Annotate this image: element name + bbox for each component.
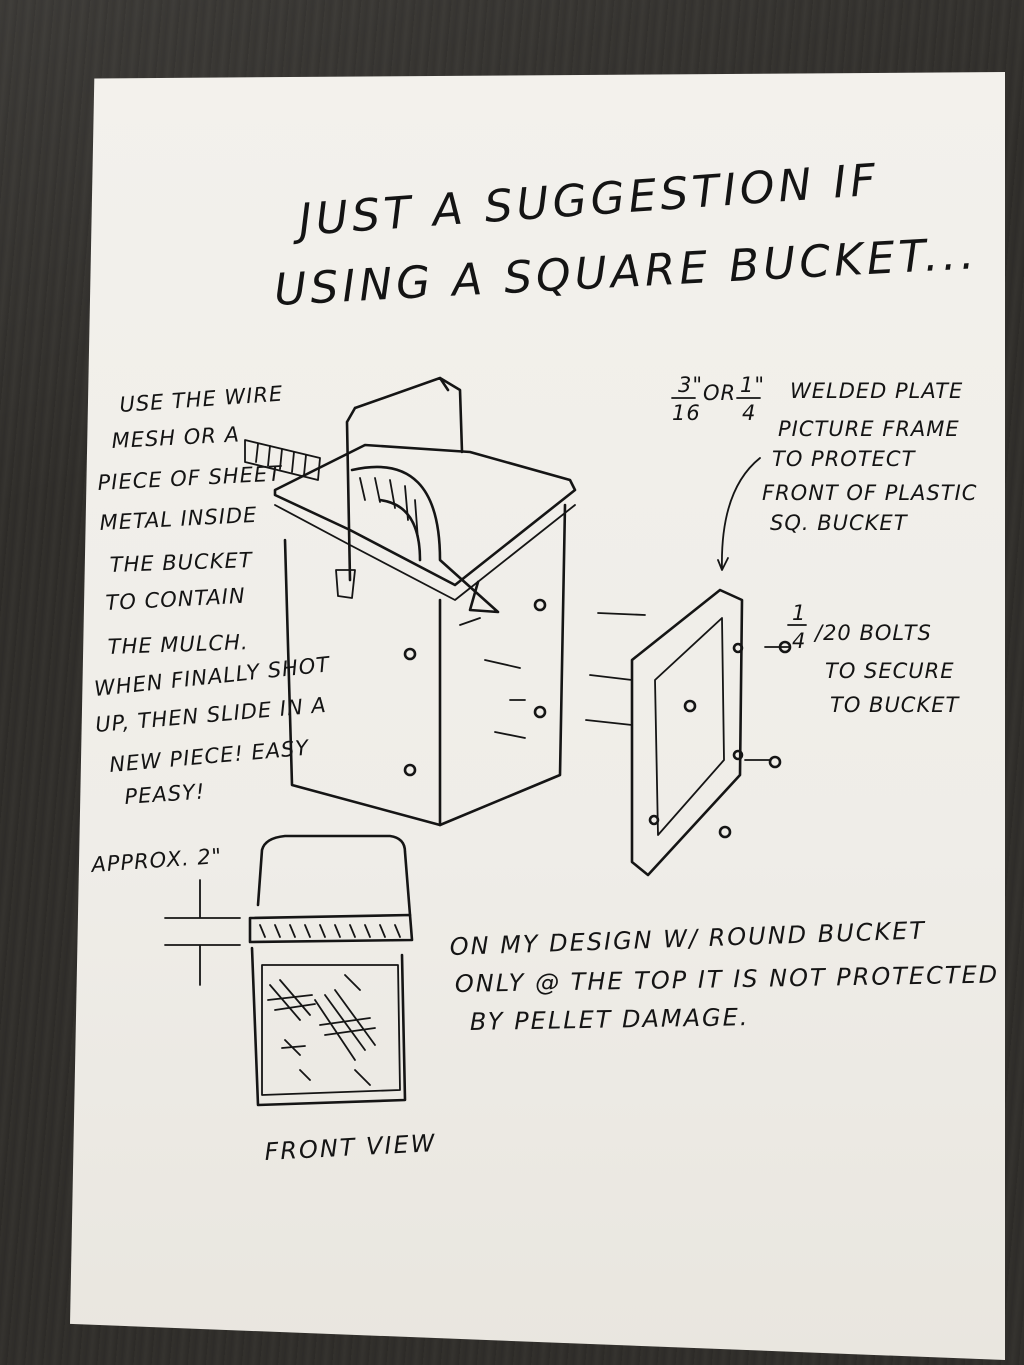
left-note-line: PEASY! bbox=[124, 779, 206, 809]
left-note: USE THE WIRE MESH OR A PIECE OF SHEET ME… bbox=[93, 382, 332, 809]
left-note-line: TO CONTAIN bbox=[105, 584, 246, 615]
pointer-arrow bbox=[717, 457, 761, 571]
front-view-drawing: APPROX. 2" FRONT VIEW bbox=[89, 834, 437, 1166]
or-label: OR bbox=[703, 381, 736, 405]
left-note-line: UP, THEN SLIDE IN A bbox=[94, 693, 327, 737]
bottom-note-line: ONLY @ THE TOP IT IS NOT PROTECTED bbox=[455, 961, 1000, 998]
bolt-icon bbox=[533, 705, 547, 719]
left-note-line: THE MULCH. bbox=[107, 630, 249, 659]
hanger-clip bbox=[335, 569, 356, 599]
mesh-panel bbox=[244, 439, 321, 481]
left-note-line: THE BUCKET bbox=[109, 548, 254, 577]
bolt-icon bbox=[732, 749, 744, 761]
plate-frame-outer bbox=[630, 588, 744, 877]
front-view-label: FRONT VIEW bbox=[264, 1129, 437, 1166]
fraction-denominator: 4 bbox=[742, 401, 756, 425]
right-note-line: TO PROTECT bbox=[772, 447, 917, 471]
fraction-denominator: 4 bbox=[792, 629, 806, 653]
title-line-1: JUST A SUGGESTION IF bbox=[289, 155, 881, 247]
left-note-line: MESH OR A bbox=[111, 422, 240, 453]
bucket-bolts bbox=[403, 598, 547, 777]
left-note-line: METAL INSIDE bbox=[99, 503, 258, 535]
front-body bbox=[250, 946, 407, 1107]
left-note-line: PIECE OF SHEET bbox=[97, 461, 284, 495]
bucket-lid-rim bbox=[274, 504, 576, 601]
front-lid bbox=[248, 913, 414, 944]
right-note-line: WELDED PLATE bbox=[790, 379, 963, 403]
bottom-note: ON MY DESIGN W/ ROUND BUCKET ONLY @ THE … bbox=[449, 916, 999, 1036]
bolts-note-line: TO SECURE bbox=[825, 659, 955, 683]
bolt-icon bbox=[533, 598, 547, 612]
bolt-icon bbox=[732, 642, 744, 654]
left-note-line: WHEN FINALLY SHOT bbox=[93, 652, 332, 701]
insert-arrow bbox=[350, 465, 500, 614]
right-note-line: PICTURE FRAME bbox=[778, 417, 960, 441]
bolt-icon bbox=[403, 763, 417, 777]
bolt-icon bbox=[718, 825, 732, 839]
left-note-line: USE THE WIRE bbox=[119, 382, 284, 417]
bolts-note-line: TO BUCKET bbox=[830, 693, 961, 717]
fraction-numerator: 3" bbox=[678, 373, 703, 397]
fraction-denominator: 16 bbox=[672, 401, 701, 425]
approx-label: APPROX. 2" bbox=[89, 844, 223, 877]
bucket-handle bbox=[345, 376, 464, 582]
right-note-line: FRONT OF PLASTIC bbox=[762, 481, 977, 505]
bolt-icon bbox=[778, 640, 792, 654]
bolts-note-line: /20 BOLTS bbox=[813, 621, 932, 645]
dimension-lines bbox=[164, 879, 241, 986]
left-note-line: NEW PIECE! EASY bbox=[108, 736, 311, 777]
welded-plate-frame bbox=[585, 457, 792, 877]
bolt-icon bbox=[403, 647, 417, 661]
bucket-lid bbox=[273, 443, 577, 587]
fraction-numerator: 1" bbox=[740, 373, 765, 397]
title-line-2: USING A SQUARE BUCKET... bbox=[273, 228, 980, 316]
fraction-numerator: 1 bbox=[792, 601, 806, 625]
bottom-note-line: ON MY DESIGN W/ ROUND BUCKET bbox=[449, 916, 927, 961]
plate-frame-inner bbox=[654, 617, 725, 836]
right-note-bolts: 1 4 /20 BOLTS TO SECURE TO BUCKET bbox=[787, 601, 961, 717]
right-note-line: SQ. BUCKET bbox=[770, 511, 909, 535]
bolt-icon bbox=[768, 755, 782, 769]
front-mesh-window bbox=[261, 964, 401, 1096]
bolt-icon bbox=[648, 814, 660, 826]
front-handle bbox=[256, 834, 412, 917]
right-note-top: 3" 16 OR 1" 4 WELDED PLATE PICTURE FRAME… bbox=[671, 373, 977, 535]
bolt-icon bbox=[683, 699, 697, 713]
bucket-isometric bbox=[244, 376, 577, 827]
bottom-note-line: BY PELLET DAMAGE. bbox=[470, 1003, 750, 1036]
